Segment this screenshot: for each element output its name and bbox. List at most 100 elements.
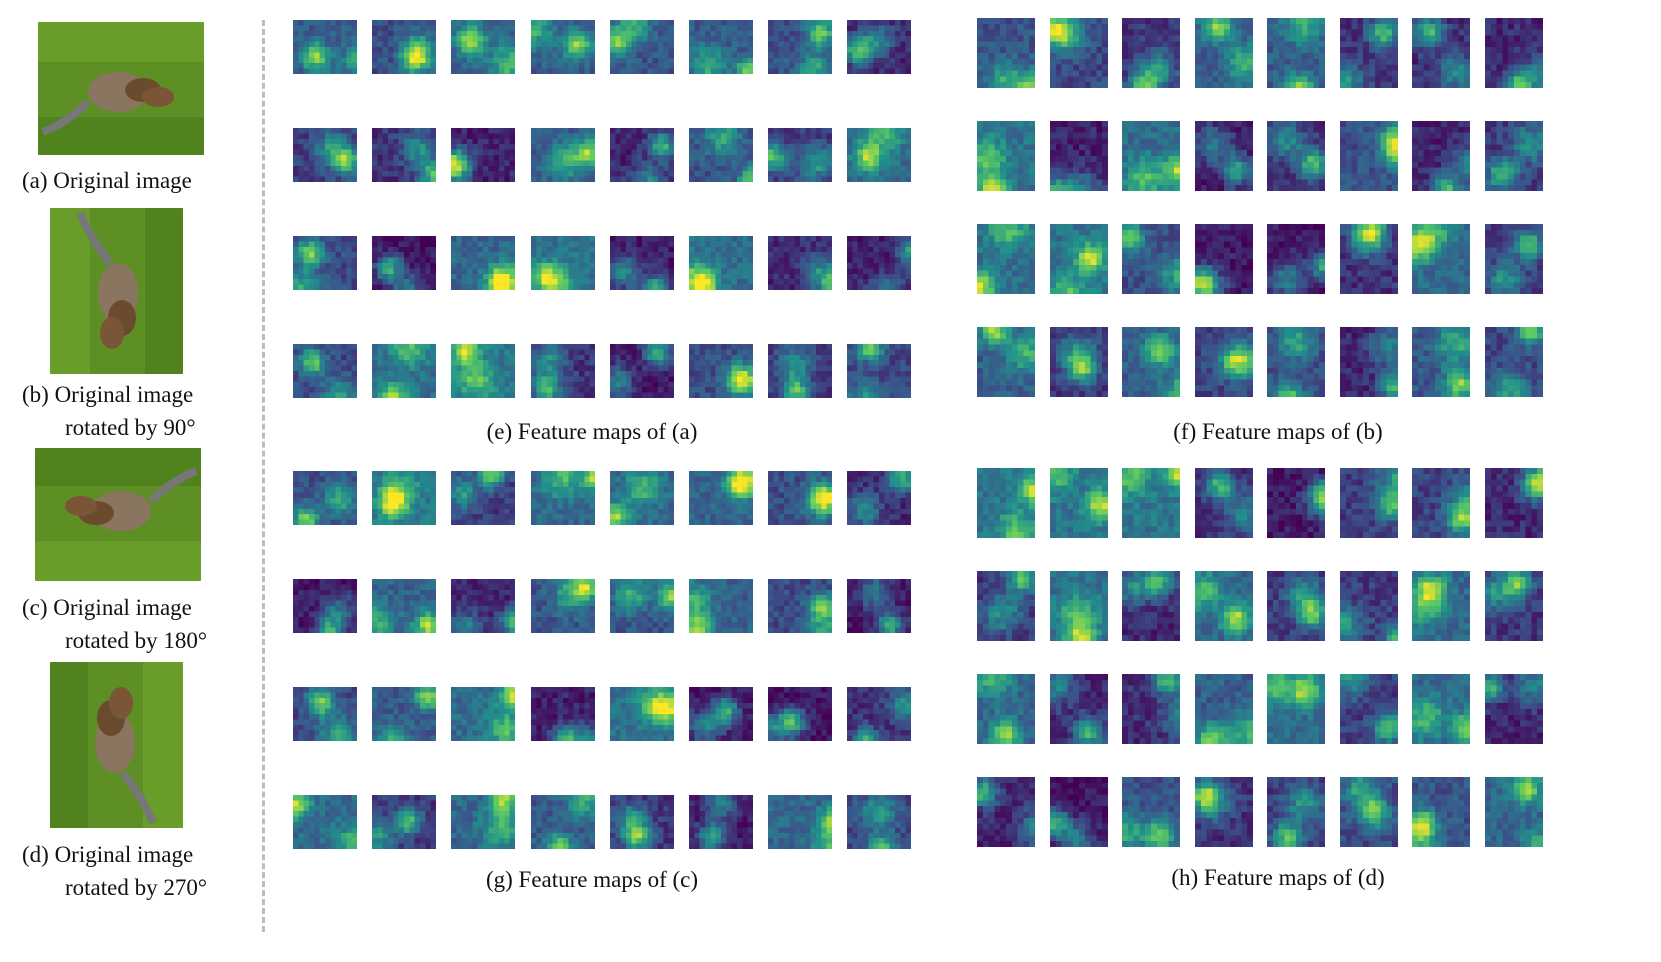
caption-image-d-line2: rotated by 270°	[65, 875, 208, 900]
feature-map-tile	[1340, 777, 1398, 847]
feature-map-tile	[768, 795, 832, 849]
feature-map-tile	[847, 344, 911, 398]
feature-map-tile	[293, 344, 357, 398]
feature-map-tile	[293, 20, 357, 74]
feature-map-tile	[977, 121, 1035, 191]
feature-map-tile	[610, 236, 674, 290]
feature-map-tile	[847, 471, 911, 525]
feature-map-tile	[293, 471, 357, 525]
feature-map-tile	[531, 795, 595, 849]
photo-rotated-90	[50, 208, 183, 374]
feature-map-tile	[372, 579, 436, 633]
feature-map-tile	[1122, 468, 1180, 538]
feature-map-tile	[1267, 674, 1325, 744]
feature-map-tile	[847, 579, 911, 633]
feature-map-tile	[1340, 18, 1398, 88]
feature-map-tile	[610, 471, 674, 525]
feature-map-tile	[531, 687, 595, 741]
feature-map-tile	[847, 687, 911, 741]
feature-map-tile	[1340, 571, 1398, 641]
feature-map-tile	[1122, 674, 1180, 744]
feature-map-tile	[977, 468, 1035, 538]
feature-map-tile	[689, 687, 753, 741]
feature-map-tile	[977, 571, 1035, 641]
caption-image-b-line2: rotated by 90°	[65, 415, 196, 440]
feature-map-tile	[1050, 468, 1108, 538]
feature-map-tile	[1050, 674, 1108, 744]
feature-map-tile	[1195, 571, 1253, 641]
feature-map-tile	[768, 579, 832, 633]
feature-map-tile	[1050, 224, 1108, 294]
feature-map-tile	[293, 795, 357, 849]
feature-map-tile	[531, 344, 595, 398]
feature-map-tile	[1340, 468, 1398, 538]
feature-map-tile	[531, 579, 595, 633]
feature-map-tile	[1195, 121, 1253, 191]
feature-map-tile	[847, 795, 911, 849]
feature-map-tile	[1485, 121, 1543, 191]
feature-map-tile	[372, 236, 436, 290]
feature-map-tile	[451, 579, 515, 633]
feature-map-tile	[531, 128, 595, 182]
feature-map-tile	[1050, 777, 1108, 847]
feature-map-tile	[372, 128, 436, 182]
feature-map-tile	[768, 687, 832, 741]
panel-caption-e: (e) Feature maps of (a)	[486, 419, 698, 444]
feature-map-tile	[768, 471, 832, 525]
feature-map-tile	[689, 236, 753, 290]
cat-photo-icon	[50, 208, 183, 374]
feature-map-tile	[1412, 121, 1470, 191]
feature-map-tile	[1412, 674, 1470, 744]
feature-map-tile	[451, 20, 515, 74]
feature-map-tile	[768, 344, 832, 398]
original-images-column: (a) Original image (b) Original image ro…	[0, 0, 252, 962]
feature-map-tile	[689, 20, 753, 74]
feature-map-tile	[1050, 571, 1108, 641]
feature-map-tile	[372, 471, 436, 525]
caption-image-c-line1: (c) Original image	[22, 595, 192, 620]
feature-map-tile	[293, 579, 357, 633]
feature-map-tile	[1122, 571, 1180, 641]
caption-image-a-line1: (a) Original image	[22, 168, 192, 193]
feature-map-tile	[451, 344, 515, 398]
feature-map-tile	[689, 579, 753, 633]
feature-map-tile	[610, 344, 674, 398]
feature-map-tile	[1485, 468, 1543, 538]
feature-map-tile	[372, 20, 436, 74]
feature-map-tile	[1267, 18, 1325, 88]
feature-map-tile	[1412, 327, 1470, 397]
feature-map-tile	[768, 236, 832, 290]
panel-caption-g: (g) Feature maps of (c)	[485, 867, 699, 892]
cat-photo-icon	[35, 448, 201, 581]
feature-map-tile	[451, 236, 515, 290]
feature-map-tile	[1485, 327, 1543, 397]
feature-map-tile	[610, 579, 674, 633]
feature-map-tile	[1122, 327, 1180, 397]
feature-map-tile	[531, 236, 595, 290]
feature-map-tile	[372, 344, 436, 398]
feature-map-tile	[689, 471, 753, 525]
feature-map-tile	[610, 128, 674, 182]
feature-map-tile	[1267, 327, 1325, 397]
feature-map-tile	[768, 20, 832, 74]
feature-map-tile	[847, 236, 911, 290]
feature-map-tile	[1412, 224, 1470, 294]
feature-map-tile	[1412, 571, 1470, 641]
feature-map-tile	[610, 20, 674, 74]
feature-map-tile	[610, 795, 674, 849]
feature-map-tile	[610, 687, 674, 741]
feature-map-tile	[768, 128, 832, 182]
feature-map-tile	[1195, 468, 1253, 538]
feature-map-tile	[293, 236, 357, 290]
feature-map-tile	[1340, 121, 1398, 191]
feature-map-tile	[977, 224, 1035, 294]
feature-map-tile	[1195, 18, 1253, 88]
feature-map-tile	[372, 795, 436, 849]
feature-map-tile	[1267, 571, 1325, 641]
feature-map-tile	[847, 128, 911, 182]
feature-map-tile	[1267, 121, 1325, 191]
feature-map-tile	[1267, 224, 1325, 294]
feature-map-tile	[1122, 121, 1180, 191]
feature-map-tile	[1122, 224, 1180, 294]
feature-map-tile	[689, 344, 753, 398]
